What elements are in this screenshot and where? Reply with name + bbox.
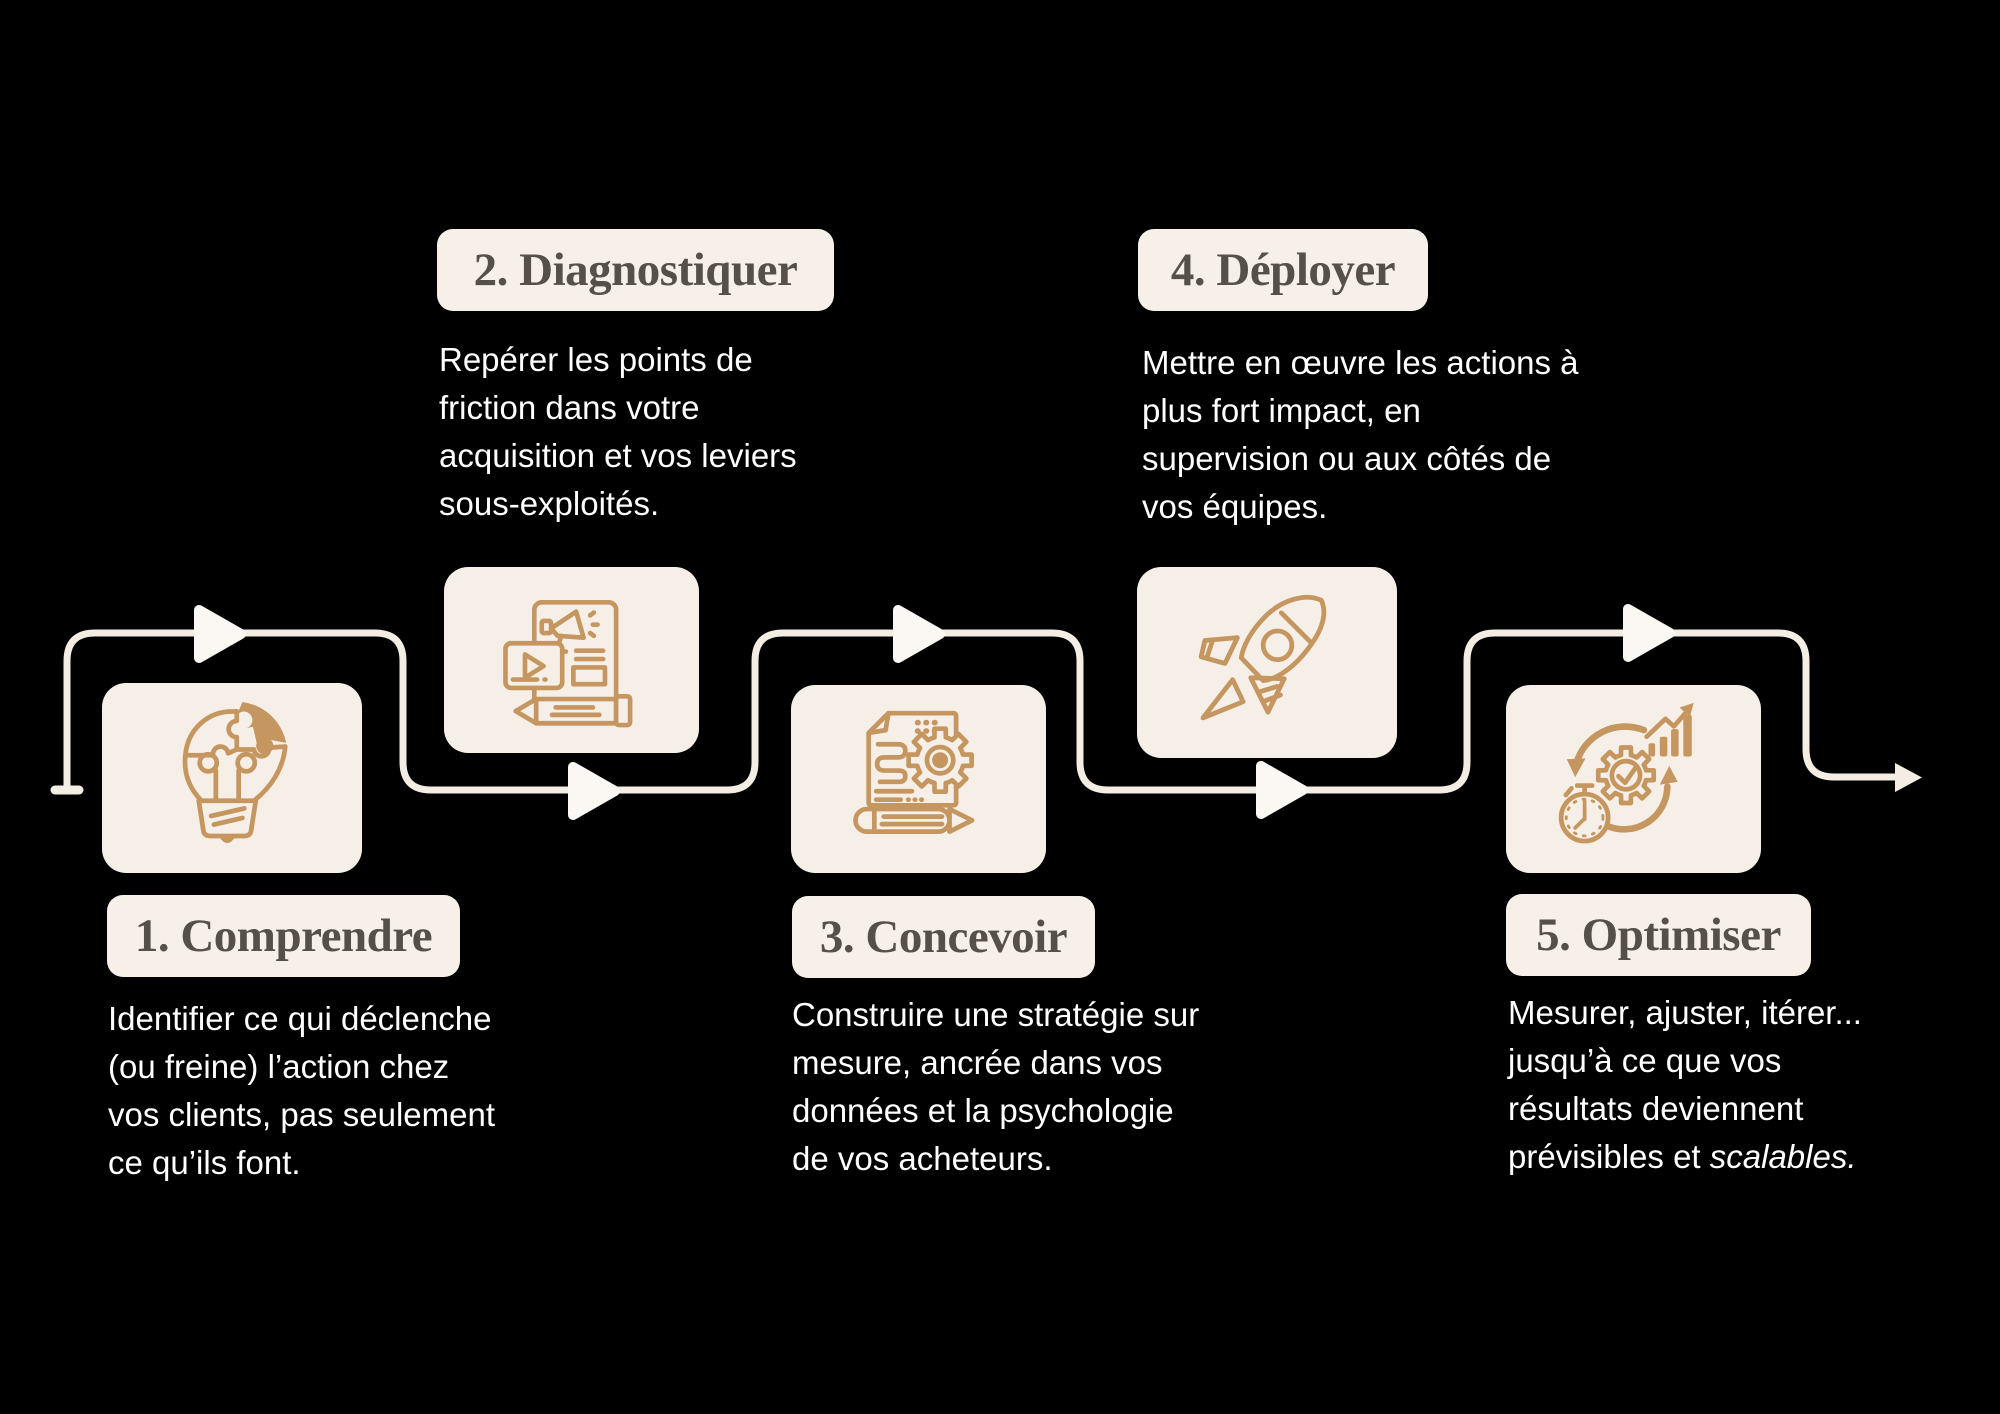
- flow-arrow-2-icon: [568, 762, 620, 820]
- lightbulb-puzzle-icon: [182, 702, 288, 844]
- step-2-desc-line-2: friction dans votre: [439, 389, 700, 426]
- flow-arrow-4-icon: [1256, 761, 1308, 819]
- step-4-desc-line-1: Mettre en œuvre les actions à: [1142, 344, 1579, 381]
- step-5-desc-line-3: résultats deviennent: [1508, 1090, 1804, 1127]
- step-5-title: 5. Optimiser: [1536, 909, 1781, 961]
- step-2-icon-box: [444, 567, 699, 753]
- step-3-desc-line-4: de vos acheteurs.: [792, 1140, 1053, 1177]
- step-3-desc-line-2: mesure, ancrée dans vos: [792, 1044, 1163, 1081]
- step-1-title: 1. Comprendre: [134, 910, 433, 962]
- step-1-desc-line-1: Identifier ce qui déclenche: [108, 1000, 492, 1037]
- step-3-title: 3. Concevoir: [819, 911, 1068, 963]
- stopwatch-gear-growth-icon: [1558, 702, 1694, 844]
- step-4-title: 4. Déployer: [1170, 244, 1396, 296]
- step-5-desc-line-2: jusqu’à ce que vos: [1508, 1042, 1782, 1079]
- connector-line: [50, 629, 1900, 795]
- step-3-icon-box: [791, 685, 1046, 873]
- step-3-title-box: 3. Concevoir: [792, 896, 1095, 978]
- step-2-title-box: 2. Diagnostiquer: [437, 229, 834, 311]
- flow-end-arrow-icon: [1895, 763, 1922, 792]
- step-4-desc-line-2: plus fort impact, en: [1142, 392, 1421, 429]
- flow-arrow-3-icon: [893, 605, 945, 663]
- step-4-title-box: 4. Déployer: [1138, 229, 1428, 311]
- step-2-title: 2. Diagnostiquer: [473, 244, 798, 296]
- step-4-desc-line-3: supervision ou aux côtés de: [1142, 440, 1552, 477]
- step-5-desc-line-4: prévisibles et: [1508, 1138, 1710, 1175]
- flow-arrow-1-icon: [194, 605, 246, 663]
- step-4-description: Mettre en œuvre les actions à plus fort …: [1142, 339, 1579, 531]
- step-2-desc-line-4: sous-exploités.: [439, 485, 660, 522]
- step-4-icon-box: [1137, 567, 1397, 758]
- strategy-document-gear-icon: [853, 710, 975, 834]
- flow-arrow-5-icon: [1623, 604, 1675, 662]
- connector-path: [63, 629, 1900, 794]
- step-2-description: Repérer les points de friction dans votr…: [439, 336, 797, 528]
- marketing-content-icon: [503, 600, 633, 728]
- step-3-desc-line-1: Construire une stratégie sur: [792, 996, 1200, 1033]
- step-5-title-box: 5. Optimiser: [1506, 894, 1811, 976]
- step-1-desc-line-2: (ou freine) l’action chez: [108, 1048, 450, 1085]
- step-2-desc-line-1: Repérer les points de: [439, 341, 753, 378]
- step-1-desc-line-3: vos clients, pas seulement: [108, 1096, 496, 1133]
- step-5-desc-line-1: Mesurer, ajuster, itérer...: [1508, 994, 1862, 1031]
- step-1-icon-box: [102, 683, 362, 873]
- step-5-description: Mesurer, ajuster, itérer... jusqu’à ce q…: [1508, 989, 1862, 1181]
- step-1-description: Identifier ce qui déclenche (ou freine) …: [108, 995, 495, 1187]
- step-2-desc-line-3: acquisition et vos leviers: [439, 437, 797, 474]
- step-1-desc-line-4: ce qu’ils font.: [108, 1144, 301, 1181]
- step-4-desc-line-4: vos équipes.: [1142, 488, 1328, 525]
- step-5-icon-box: [1506, 685, 1761, 873]
- rocket-icon: [1198, 595, 1327, 721]
- step-3-description: Construire une stratégie sur mesure, anc…: [792, 991, 1199, 1183]
- step-5-desc-italic-word: scalables.: [1709, 1138, 1857, 1175]
- step-1-title-box: 1. Comprendre: [107, 895, 460, 977]
- step-3-desc-line-3: données et la psychologie: [792, 1092, 1174, 1129]
